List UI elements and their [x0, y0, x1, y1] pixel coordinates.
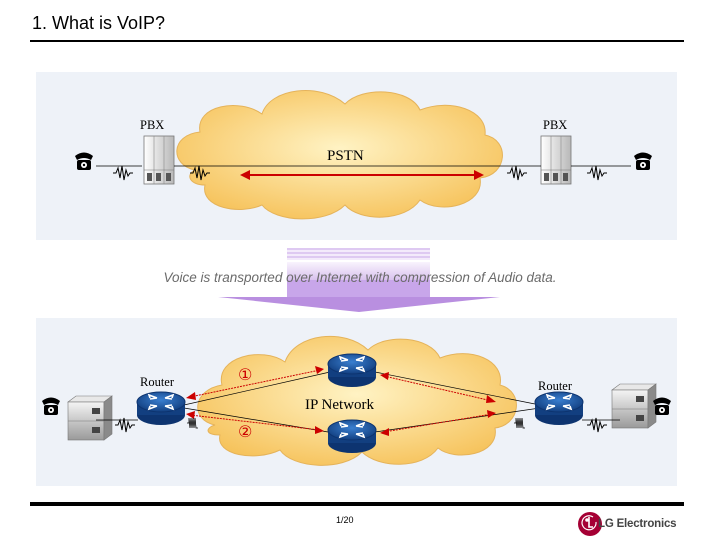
pstn-left-phone: [75, 152, 93, 170]
ip-cloud: [197, 335, 517, 466]
ip-path-1: [186, 366, 496, 403]
path-1-marker: ①: [238, 365, 252, 384]
transition-arrow: [218, 248, 500, 312]
pstn-network-label: PSTN: [327, 148, 364, 164]
voice-waveform-icon: [112, 165, 134, 181]
compressed-signal-icon: [186, 417, 199, 429]
pbx-left: [143, 135, 175, 185]
telephone-icon: [75, 152, 93, 170]
page-title: 1. What is VoIP?: [32, 13, 166, 33]
brand-name: LG Electronics: [598, 518, 677, 530]
telephone-icon: [634, 152, 652, 170]
pbx-cabinet-icon: [67, 395, 113, 441]
router-icon: [327, 419, 377, 454]
router-core-bottom: [327, 419, 377, 454]
ip-network-label: IP Network: [305, 397, 375, 413]
router-right: [534, 391, 584, 426]
lg-logo-icon: [578, 512, 602, 536]
pbx-cabinet-icon: [611, 383, 657, 429]
pstn-circuit-path: [240, 170, 484, 180]
voice-waveform-icon: [586, 165, 608, 181]
telephone-icon: [42, 397, 60, 415]
ip-path-2: [186, 410, 496, 436]
ip-left-phone: [42, 397, 60, 415]
ip-left-server: [67, 395, 113, 441]
footer-divider: [30, 502, 684, 506]
router-icon: [136, 391, 186, 426]
router-right-label: Router: [538, 379, 573, 393]
pstn-right-phone: [634, 152, 652, 170]
router-left-label: Router: [140, 375, 175, 389]
ip-right-phone: [653, 397, 671, 415]
compressed-signal-icon: [513, 417, 526, 429]
ip-right-server: [611, 383, 657, 429]
pbx-cabinet-icon: [540, 135, 572, 185]
pbx-left-label: PBX: [140, 118, 164, 132]
path-2-marker: ②: [238, 422, 252, 441]
pbx-right-label: PBX: [543, 118, 567, 132]
pstn-cloud: [176, 90, 503, 220]
telephone-icon: [653, 397, 671, 415]
router-core-top: [327, 353, 377, 388]
pbx-right: [540, 135, 572, 185]
title-divider: [30, 40, 684, 42]
router-icon: [534, 391, 584, 426]
voice-waveform-icon: [506, 165, 528, 181]
pbx-cabinet-icon: [143, 135, 175, 185]
transport-caption: Voice is transported over Internet with …: [163, 270, 557, 285]
router-icon: [327, 353, 377, 388]
page-number: 1/20: [336, 515, 354, 525]
router-left: [136, 391, 186, 426]
